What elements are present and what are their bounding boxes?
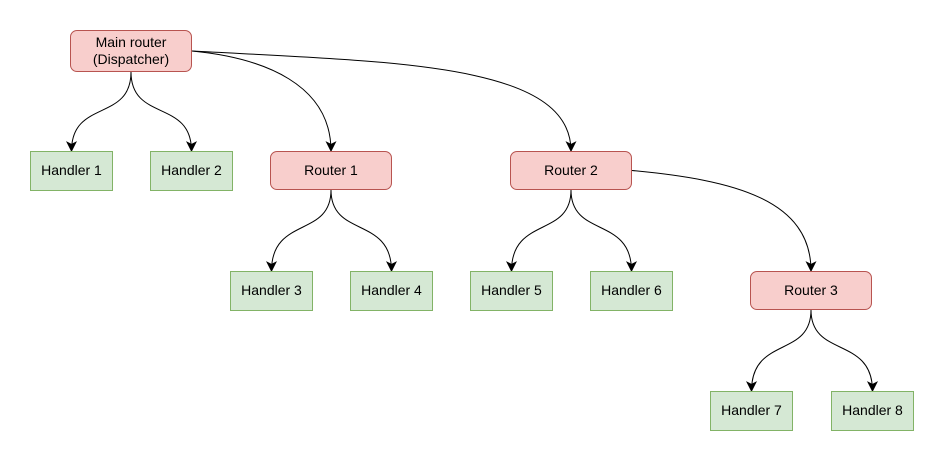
node-handler-8: Handler 8: [831, 391, 914, 431]
node-main-router: Main router (Dispatcher): [70, 30, 192, 72]
edge-main-router-to-router-1: [191, 50, 337, 153]
node-handler-2: Handler 2: [150, 151, 233, 191]
edge-router-1-to-handler-3: [266, 189, 332, 273]
node-router-3: Router 3: [750, 271, 872, 310]
edge-main-router-to-handler-1: [66, 71, 132, 153]
edge-router-3-to-handler-8: [810, 309, 878, 393]
edge-router-2-to-handler-5: [506, 189, 572, 273]
node-handler-1: Handler 1: [30, 151, 113, 191]
edge-router-2-to-router-3: [631, 170, 817, 273]
node-router-1: Router 1: [270, 151, 392, 190]
node-router-2: Router 2: [510, 151, 632, 190]
edge-router-2-to-handler-6: [570, 189, 637, 273]
node-handler-6: Handler 6: [590, 271, 673, 311]
edge-router-3-to-handler-7: [746, 309, 812, 393]
node-handler-3: Handler 3: [230, 271, 313, 311]
edge-router-1-to-handler-4: [330, 189, 397, 273]
edge-main-router-to-handler-2: [130, 71, 197, 153]
edge-main-router-to-router-2: [191, 50, 577, 153]
node-handler-7: Handler 7: [710, 391, 793, 431]
node-handler-4: Handler 4: [350, 271, 433, 311]
node-handler-5: Handler 5: [470, 271, 553, 311]
